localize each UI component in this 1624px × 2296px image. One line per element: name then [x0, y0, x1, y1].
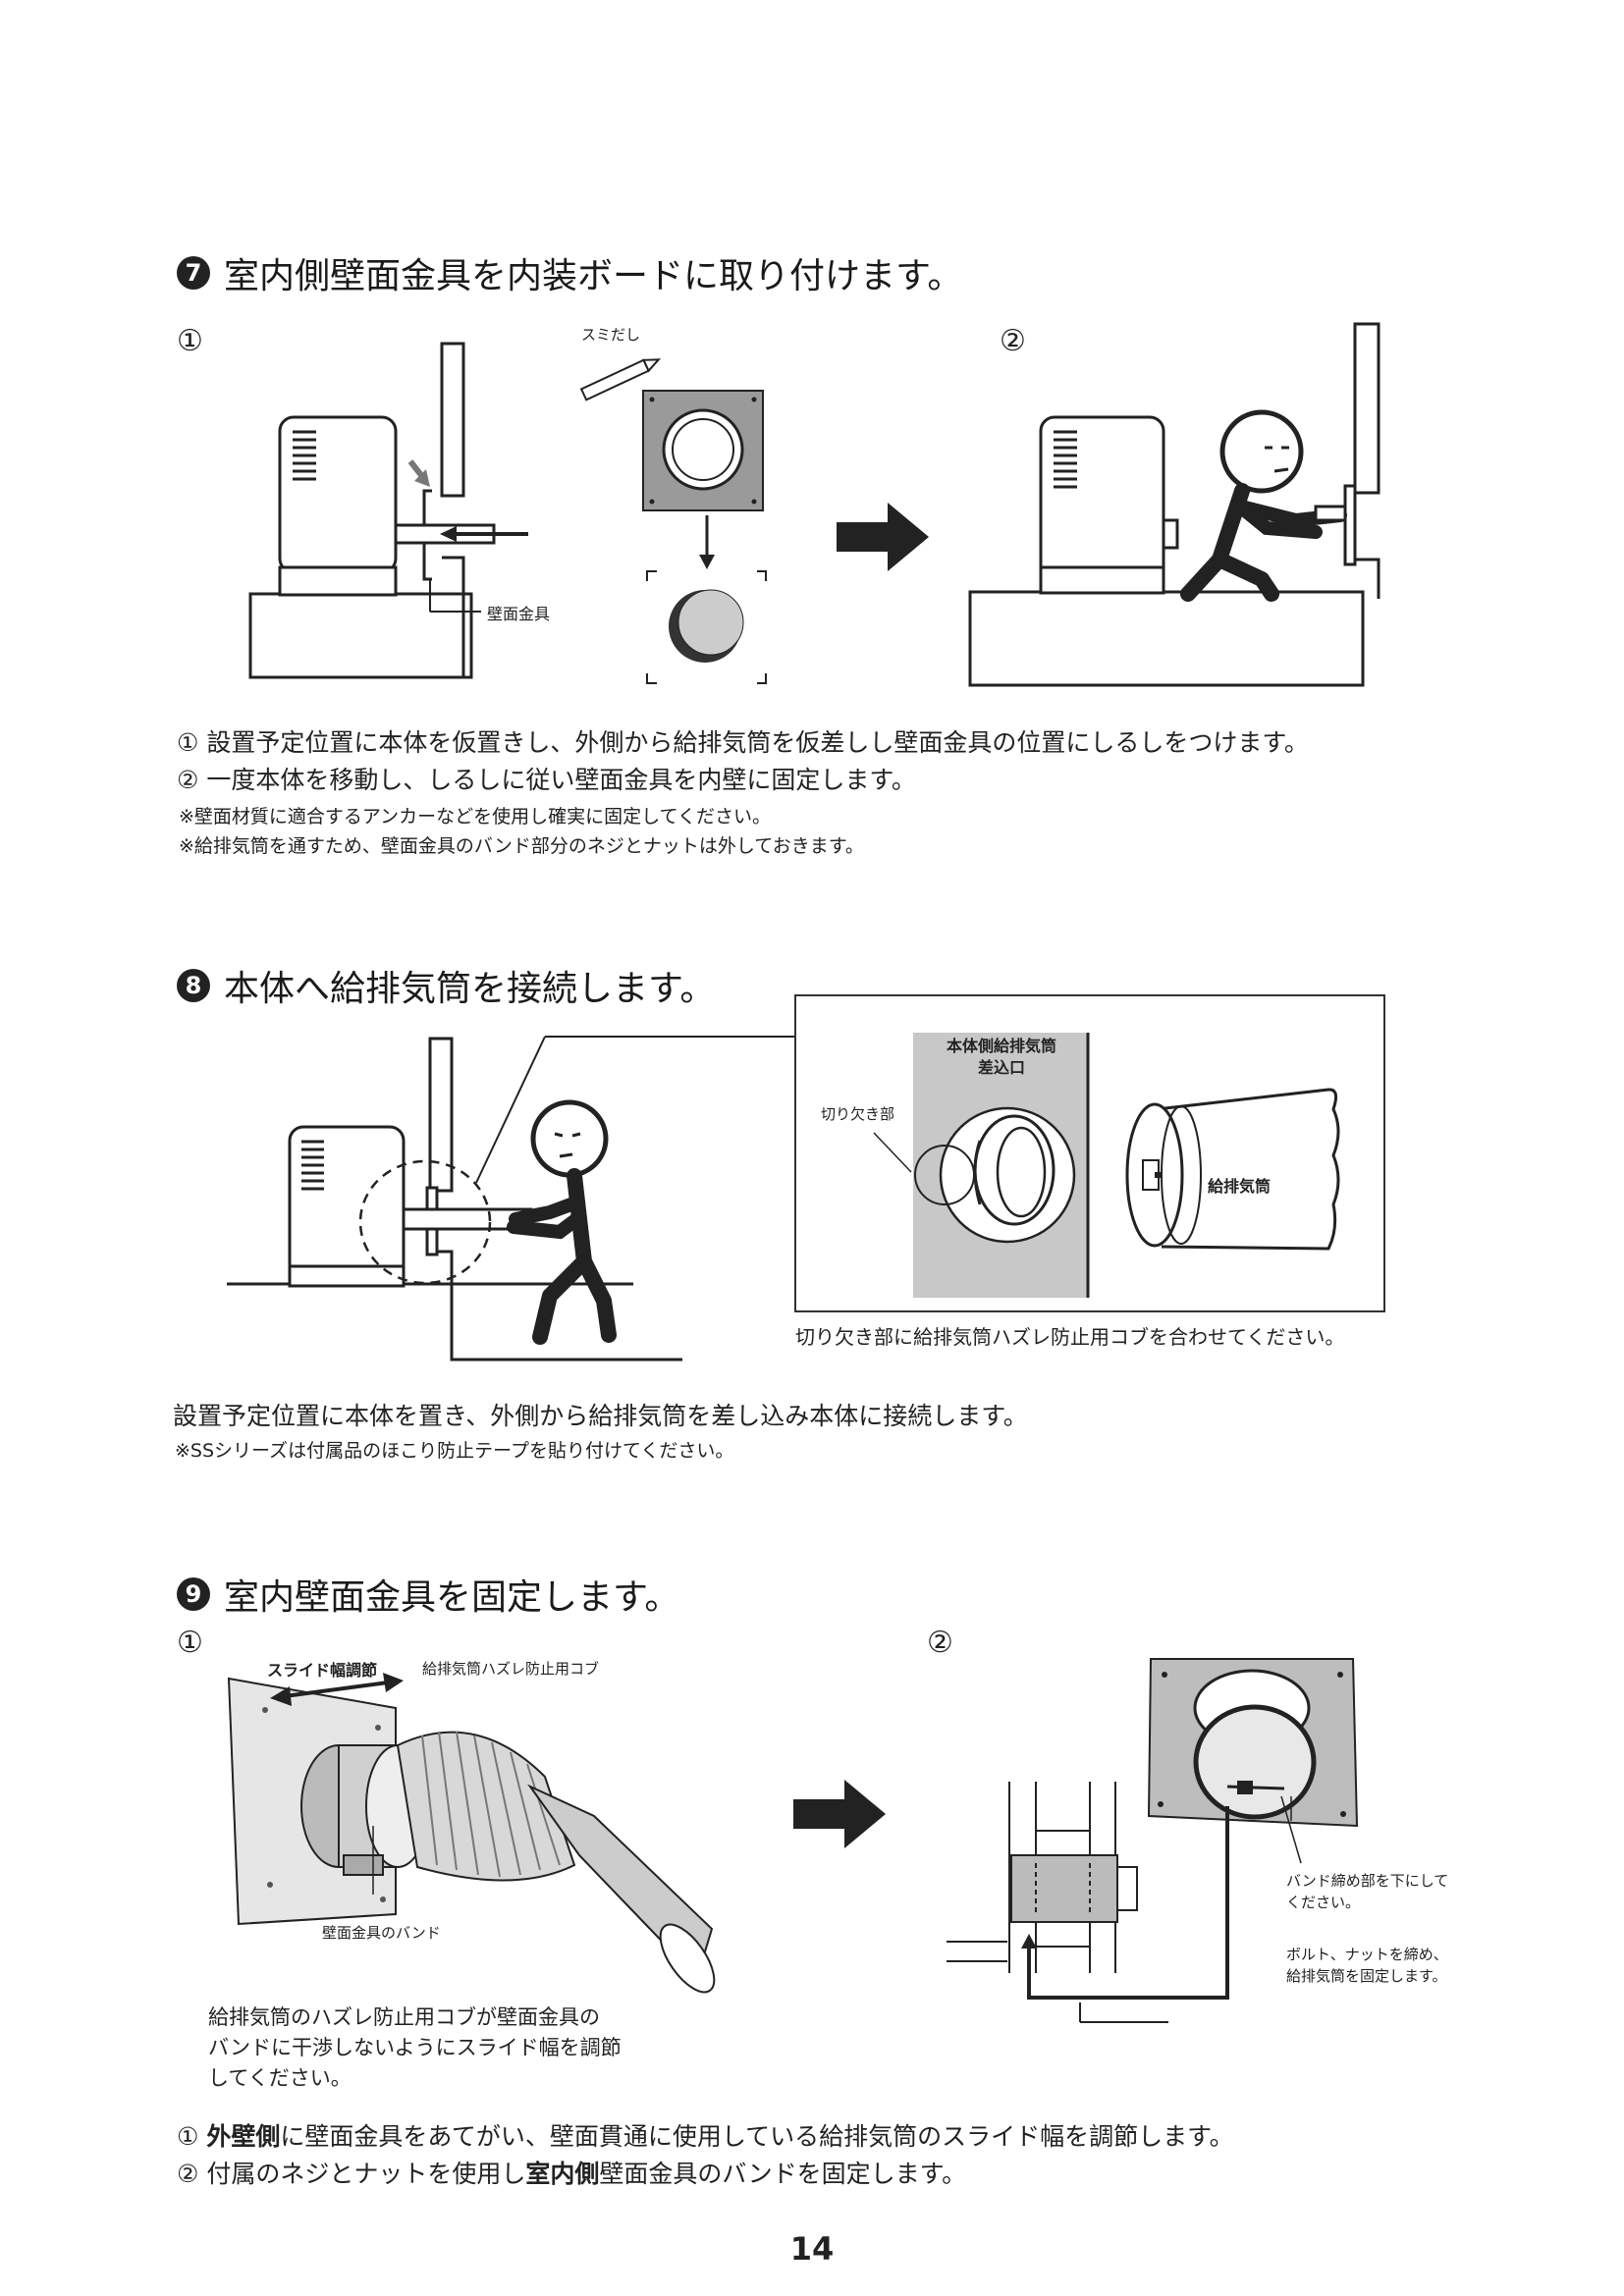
s9-step-2-bold: 室内側	[525, 2160, 600, 2188]
figure-person-fixing-fitting	[968, 322, 1380, 687]
section-8-heading: 8 本体へ給排気筒を接続します。	[177, 960, 715, 1011]
figure-outer-wall-pipe	[227, 1673, 716, 1994]
label-inlet-line2: 差込口	[977, 1058, 1025, 1077]
s7-note-1: ※壁面材質に適合するアンカーなどを使用し確実に固定してください。	[179, 806, 772, 828]
s7-note-2: ※給排気筒を通すため、壁面金具のバンド部分のネジとナットは外しておきます。	[179, 835, 864, 857]
figure-person-inserting-pipe	[227, 1036, 795, 1362]
page-number: 14	[789, 2230, 835, 2268]
s7-step-1: ① 設置予定位置に本体を仮置きし、外側から給排気筒を仮差しし壁面金具の位置にしる…	[177, 728, 1309, 757]
s9-step-1-bold: 外壁側	[206, 2122, 281, 2151]
s9-step-2-pre: ② 付属のネジとナットを使用し	[177, 2160, 526, 2188]
figure-template-marking	[579, 358, 767, 684]
label-wall-fitting: 壁面金具	[487, 605, 551, 623]
callout-band-down-1: バンド締め部を下にして	[1286, 1872, 1449, 1890]
section-7-heading: 7 室内側壁面金具を内装ボードに取り付けます。	[177, 247, 962, 298]
section-9-title: 室内壁面金具を固定します。	[224, 1577, 680, 1618]
callout-band-down-2: ください。	[1286, 1894, 1361, 1911]
figure-2-marker: ②	[927, 1626, 953, 1660]
arrow-right-icon	[837, 503, 929, 571]
step-number-badge: 8	[177, 969, 210, 1002]
s9-figure-caption: 給排気筒のハズレ防止用コブが壁面金具の バンドに干渉しないようにスライド幅を調節…	[208, 2002, 622, 2094]
inset-caption: 切り欠き部に給排気筒ハズレ防止用コブを合わせてください。	[795, 1325, 1345, 1349]
label-slide-adjust: スライド幅調節	[267, 1661, 378, 1680]
s9-step-1-pre: ①	[177, 2122, 207, 2151]
caption-line: バンドに干渉しないようにスライド幅を調節	[208, 2036, 622, 2059]
figure-1-marker: ①	[177, 1626, 203, 1660]
arrow-right-icon	[793, 1780, 886, 1848]
callout-bolt-1: ボルト、ナットを締め、	[1286, 1946, 1448, 1963]
label-notch: 切り欠き部	[821, 1105, 895, 1123]
s8-body: 設置予定位置に本体を置き、外側から給排気筒を差し込み本体に接続します。	[173, 1402, 1028, 1430]
figure-heater-wall-marking	[248, 342, 528, 679]
label-inlet-line1: 本体側給排気筒	[946, 1037, 1056, 1055]
section-7-title: 室内側壁面金具を内装ボードに取り付けます。	[224, 256, 963, 296]
s9-step-1: ① 外壁側に壁面金具をあてがい、壁面貫通に使用している給排気筒のスライド幅を調節…	[177, 2120, 1234, 2154]
caption-line: してください。	[208, 2066, 352, 2090]
s9-step-1-post: に壁面金具をあてがい、壁面貫通に使用している給排気筒のスライド幅を調節します。	[280, 2122, 1234, 2151]
s8-note: ※SSシリーズは付属品のほこり防止テープを貼り付けてください。	[175, 1440, 734, 1462]
label-fitting-band: 壁面金具のバンド	[322, 1924, 441, 1942]
figure-inset-inlet-detail	[794, 994, 1385, 1312]
label-sumidashi: スミだし	[581, 326, 641, 344]
figure-2-marker: ②	[1000, 324, 1026, 358]
s9-step-2-post: 壁面金具のバンドを固定します。	[599, 2160, 967, 2188]
callout-bolt-2: 給排気筒を固定します。	[1286, 1967, 1447, 1985]
s7-step-2: ② 一度本体を移動し、しるしに従い壁面金具を内壁に固定します。	[177, 766, 916, 794]
section-8-title: 本体へ給排気筒を接続します。	[224, 969, 716, 1009]
section-9-heading: 9 室内壁面金具を固定します。	[177, 1569, 679, 1620]
step-number-badge: 7	[177, 256, 210, 290]
label-exhaust-pipe: 給排気筒	[1208, 1177, 1272, 1196]
s9-step-2: ② 付属のネジとナットを使用し室内側壁面金具のバンドを固定します。	[177, 2158, 966, 2191]
caption-line: 給排気筒のハズレ防止用コブが壁面金具の	[208, 2005, 600, 2029]
figure-1-marker: ①	[177, 324, 203, 358]
figure-band-fastening-detail	[947, 1658, 1359, 2023]
step-number-badge: 9	[177, 1577, 210, 1611]
label-anti-slip-bump: 給排気筒ハズレ防止用コブ	[422, 1660, 600, 1678]
